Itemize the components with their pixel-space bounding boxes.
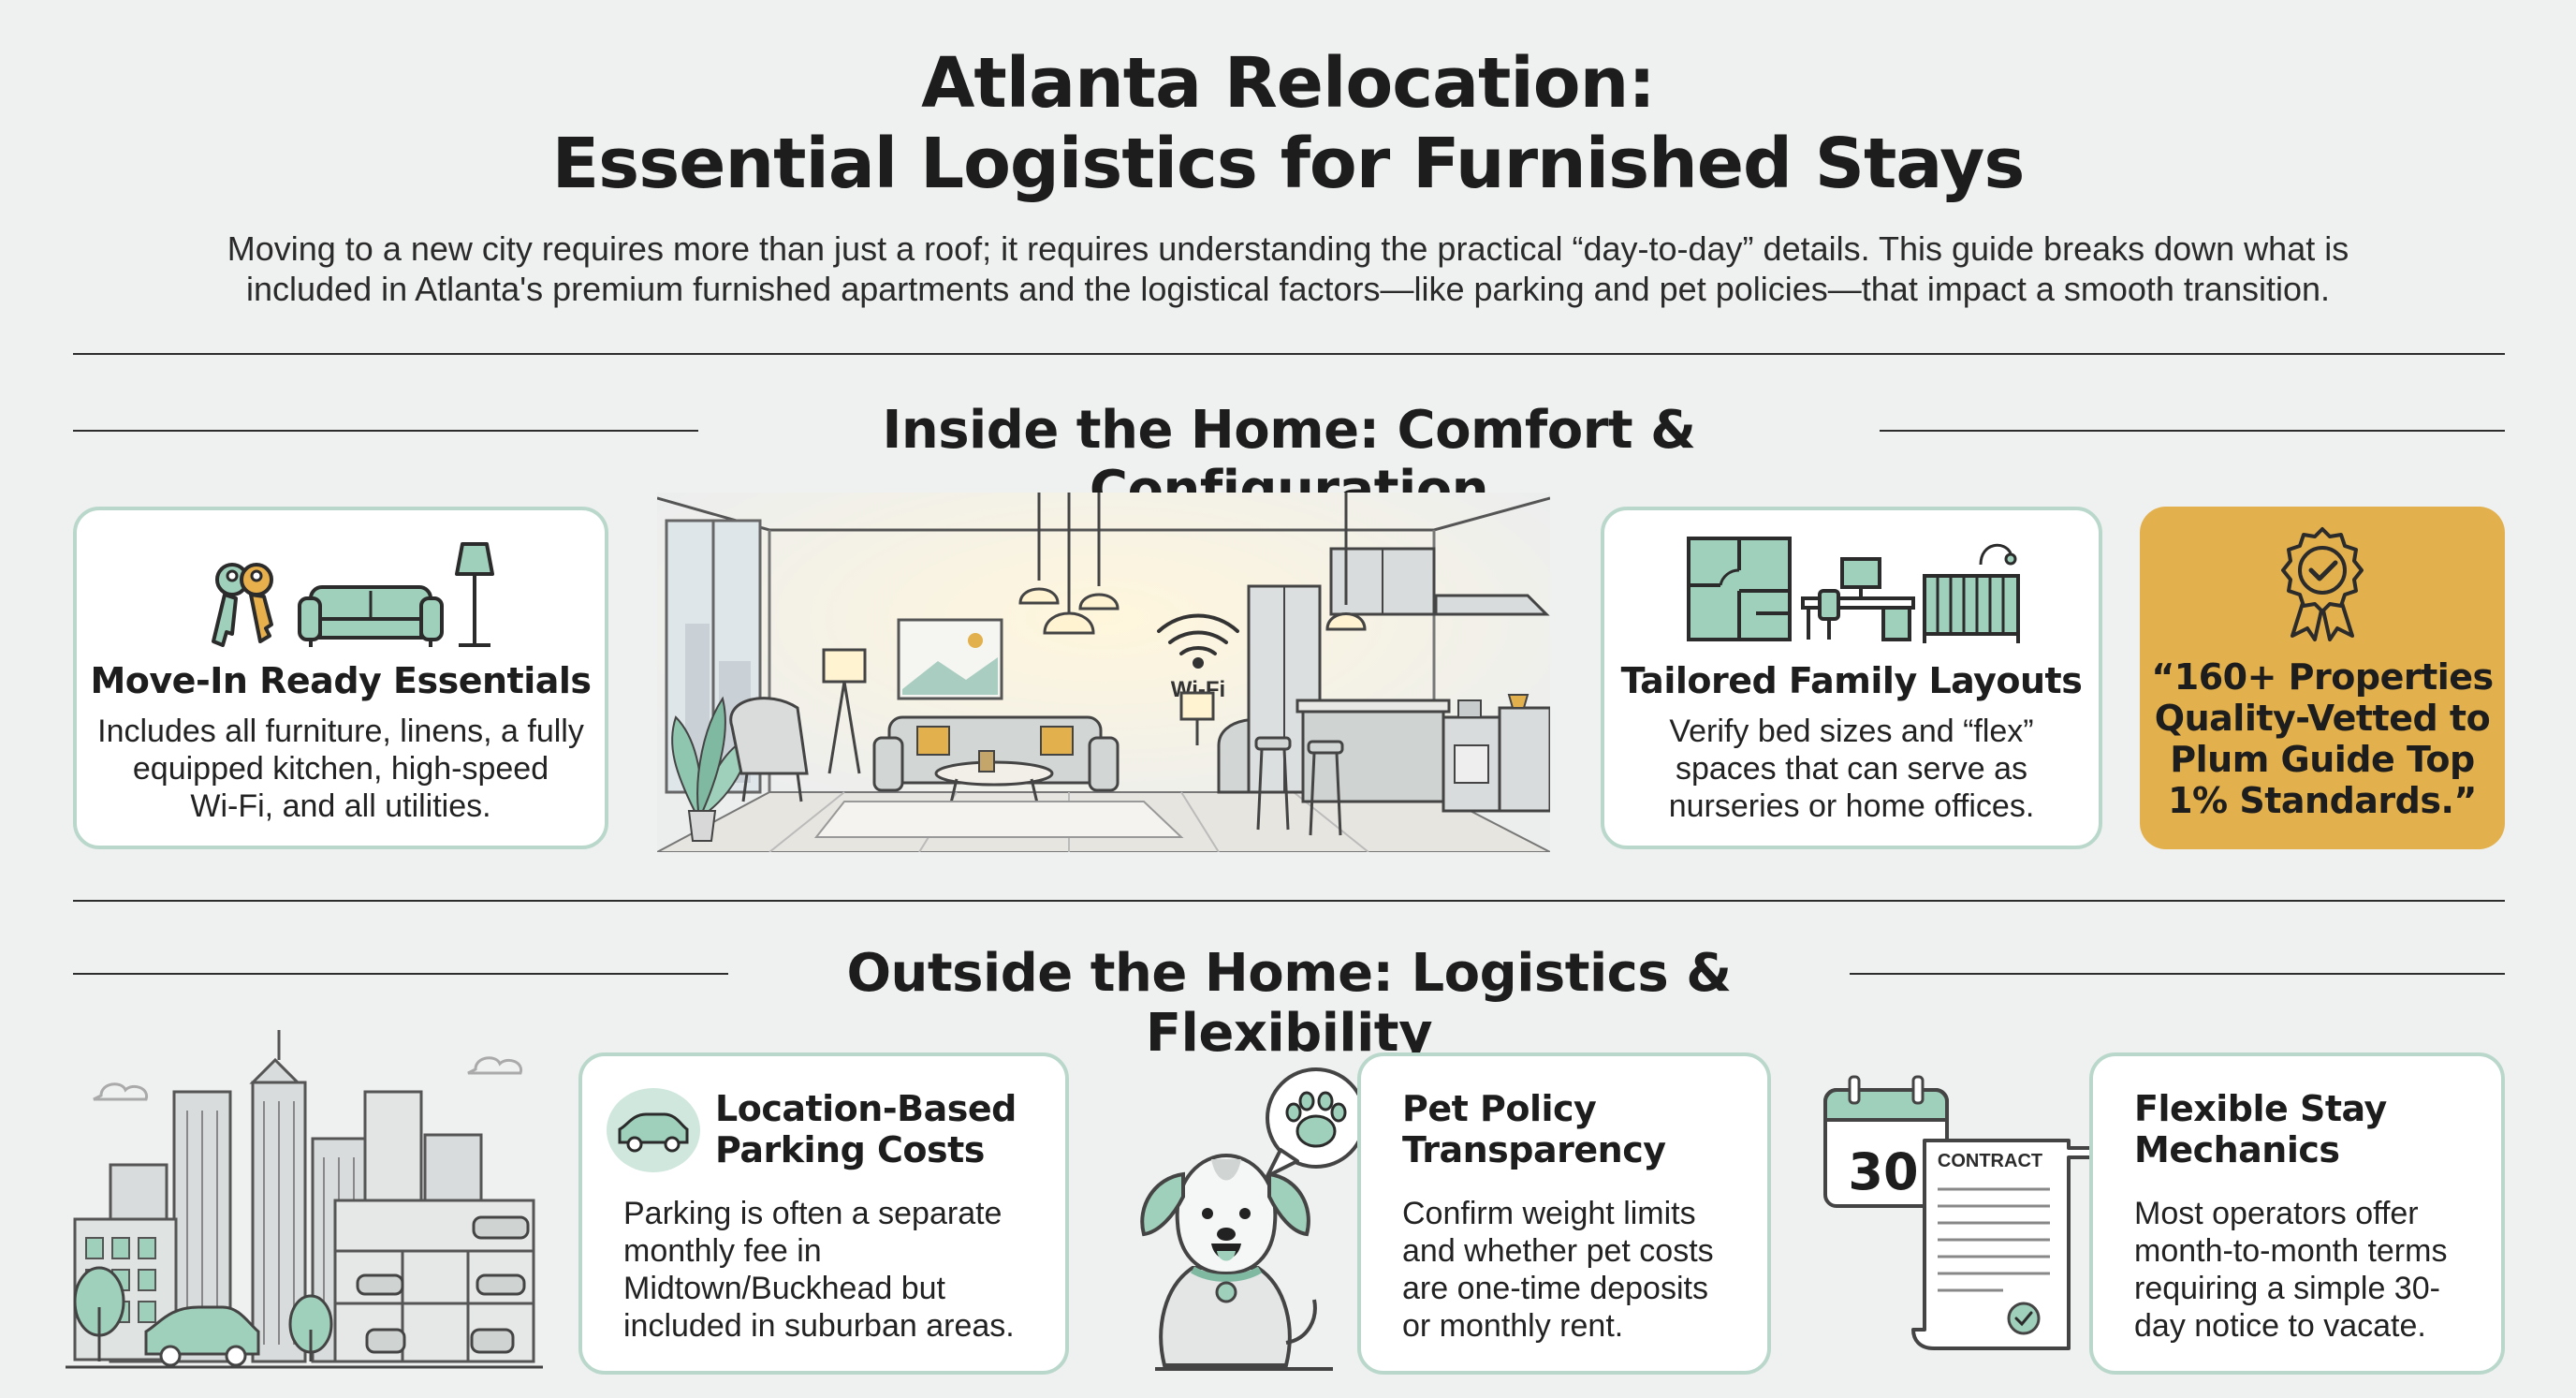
card-text-line: day notice to vacate. bbox=[2134, 1308, 2426, 1344]
card-title-line: Pet Policy bbox=[1402, 1088, 1597, 1129]
card-quote: “160+ Properties Quality-Vetted to Plum … bbox=[2140, 507, 2505, 849]
card-text-line: Includes all furniture, linens, a fully bbox=[97, 714, 584, 749]
card-text-line: included in suburban areas. bbox=[623, 1308, 1015, 1344]
quote-line: Quality-Vetted to bbox=[2154, 698, 2491, 739]
card-flexible-stay: Flexible Stay Mechanics Most operators o… bbox=[2089, 1052, 2505, 1375]
plant bbox=[671, 696, 753, 842]
floor-lamp-icon bbox=[455, 542, 494, 647]
dog-illustration bbox=[1140, 1067, 1367, 1371]
card-title-line: Flexible Stay bbox=[2134, 1088, 2387, 1129]
card-title-line: Location-Based bbox=[715, 1088, 1017, 1129]
title-line-2: Essential Logistics for Furnished Stays bbox=[551, 124, 2026, 204]
quote-line: Plum Guide Top bbox=[2170, 739, 2475, 780]
car-icon bbox=[607, 1088, 700, 1172]
card-move-in-ready: Move-In Ready Essentials Includes all fu… bbox=[73, 507, 608, 849]
family-layout-icons bbox=[1687, 537, 2020, 643]
living-room-illustration: Wi-Fi bbox=[657, 493, 1550, 852]
card-text-line: month-to-month terms bbox=[2134, 1233, 2448, 1269]
award-badge-icon bbox=[2281, 527, 2364, 641]
card-text-line: Parking is often a separate bbox=[623, 1196, 1003, 1231]
card-title: Move-In Ready Essentials bbox=[90, 660, 592, 701]
outside-section-title: Outside the Home: Logistics & Flexibilit… bbox=[846, 943, 1732, 1064]
floor-plan-icon bbox=[1687, 537, 1792, 641]
city-parking-illustration bbox=[66, 1030, 543, 1369]
card-text-line: Most operators offer bbox=[2134, 1196, 2419, 1231]
card-text-line: Verify bed sizes and “flex” bbox=[1669, 714, 2034, 749]
crib-icon bbox=[1923, 543, 2020, 643]
sofa-icon bbox=[298, 585, 444, 647]
card-parking: Location-Based Parking Costs Parking is … bbox=[578, 1052, 1069, 1375]
card-text: Includes all furniture, linens, a fully … bbox=[77, 713, 605, 825]
desk-icon bbox=[1801, 557, 1915, 641]
card-title-line: Mechanics bbox=[2134, 1129, 2340, 1170]
section-rule-right bbox=[1880, 430, 2505, 432]
calendar-contract-illustration: 30 CONTRACT bbox=[1823, 1075, 2095, 1350]
card-title: Location-Based Parking Costs bbox=[715, 1088, 1017, 1170]
card-text-line: or monthly rent. bbox=[1402, 1308, 1624, 1344]
quote-line: “160+ Properties bbox=[2151, 656, 2494, 698]
section-rule-right bbox=[1850, 973, 2505, 975]
card-text-line: and whether pet costs bbox=[1402, 1233, 1714, 1269]
card-text-line: Wi-Fi, and all utilities. bbox=[190, 788, 491, 824]
title-line-1: Atlanta Relocation: bbox=[921, 43, 1656, 124]
inside-section-title: Inside the Home: Comfort & Configuration bbox=[882, 400, 1696, 521]
card-title: Tailored Family Layouts bbox=[1620, 660, 2083, 701]
intro-line-2: included in Atlanta's premium furnished … bbox=[245, 270, 2331, 308]
card-title-line: Parking Costs bbox=[715, 1129, 985, 1170]
card-text-line: are one-time deposits bbox=[1402, 1271, 1708, 1306]
quote-text: “160+ Properties Quality-Vetted to Plum … bbox=[2140, 656, 2505, 821]
card-text-line: spaces that can serve as bbox=[1675, 751, 2028, 787]
card-pet-policy: Pet Policy Transparency Confirm weight l… bbox=[1357, 1052, 1771, 1375]
paw-speech-bubble bbox=[1266, 1067, 1367, 1178]
contract-label: CONTRACT bbox=[1938, 1151, 2042, 1171]
section-divider bbox=[73, 900, 2505, 902]
card-title: Pet Policy Transparency bbox=[1402, 1088, 1666, 1170]
wifi-icon bbox=[1157, 613, 1239, 669]
card-text-line: nurseries or home offices. bbox=[1668, 788, 2035, 824]
calendar-number: 30 bbox=[1848, 1142, 1918, 1201]
card-title: Flexible Stay Mechanics bbox=[2134, 1088, 2387, 1170]
card-text: Parking is often a separate monthly fee … bbox=[623, 1195, 1015, 1345]
card-text-line: requiring a simple 30- bbox=[2134, 1271, 2440, 1306]
card-title-line: Transparency bbox=[1402, 1129, 1666, 1170]
card-text-line: Confirm weight limits bbox=[1402, 1196, 1696, 1231]
card-text: Confirm weight limits and whether pet co… bbox=[1402, 1195, 1714, 1345]
page-title: Atlanta Relocation: Essential Logistics … bbox=[0, 43, 2576, 204]
card-text-line: monthly fee in bbox=[623, 1233, 822, 1269]
card-text-line: Midtown/Buckhead but bbox=[623, 1271, 945, 1306]
header-divider bbox=[73, 353, 2505, 355]
card-text: Most operators offer month-to-month term… bbox=[2134, 1195, 2447, 1345]
paw-icon bbox=[1285, 1091, 1347, 1148]
move-in-icons bbox=[212, 542, 494, 647]
quote-line: 1% Standards.” bbox=[2168, 780, 2477, 821]
keys-icon bbox=[212, 563, 273, 647]
card-text: Verify bed sizes and “flex” spaces that … bbox=[1604, 713, 2099, 825]
calendar-icon: 30 bbox=[1823, 1075, 1949, 1208]
section-rule-left bbox=[73, 430, 698, 432]
contract-icon: CONTRACT bbox=[1911, 1139, 2095, 1350]
card-family-layouts: Tailored Family Layouts Verify bed sizes… bbox=[1601, 507, 2102, 849]
intro-text: Moving to a new city requires more than … bbox=[0, 228, 2576, 309]
card-text-line: equipped kitchen, high-speed bbox=[132, 751, 549, 787]
section-rule-left bbox=[73, 973, 728, 975]
intro-line-1: Moving to a new city requires more than … bbox=[227, 229, 2349, 268]
